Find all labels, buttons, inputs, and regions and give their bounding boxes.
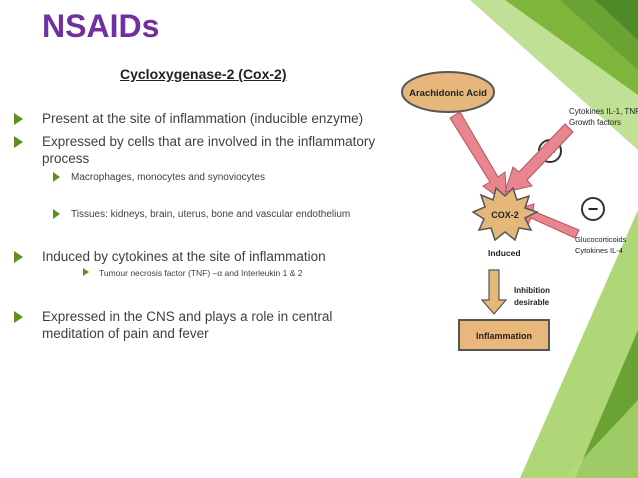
cox2-to-inflammation-arrow <box>480 269 508 315</box>
bullet-text: Induced by cytokines at the site of infl… <box>42 249 326 264</box>
minus-circle-icon <box>581 197 605 221</box>
arachidonic-acid-label: Arachidonic Acid <box>409 88 487 99</box>
cox2-pathway-diagram: Arachidonic Acid Cytokines IL-1, TNF Gro… <box>401 71 638 351</box>
inhibition-label: Inhibition <box>514 286 550 295</box>
sub-bullet-item: Macrophages, monocytes and synoviocytes <box>53 171 381 184</box>
bullet-item: Expressed in the CNS and plays a role in… <box>14 308 387 342</box>
bullet-text: Expressed in the CNS and plays a role in… <box>42 309 333 341</box>
inflammation-label: Inflammation <box>476 331 532 341</box>
induced-label: Induced <box>488 248 521 258</box>
slide-title: NSAIDs <box>42 8 160 44</box>
arachidonic-acid-oval <box>401 71 495 113</box>
bullet-text: Expressed by cells that are involved in … <box>42 134 376 166</box>
bullet-arrow-icon <box>14 136 23 148</box>
bullet-arrow-icon <box>14 311 23 323</box>
cytokines-il4-label: Cytokines IL-4 <box>575 246 623 255</box>
bullet-item: Present at the site of inflammation (ind… <box>14 110 382 127</box>
bullet-arrow-icon <box>14 113 23 125</box>
cytokines-label: Cytokines IL-1, TNF <box>569 107 638 116</box>
bullet-arrow-icon <box>53 172 60 182</box>
cox2-starburst <box>471 186 539 242</box>
glucocorticoids-label: Glucocorticoids <box>575 235 627 244</box>
bullet-item: Expressed by cells that are involved in … <box>14 133 387 167</box>
inflammation-box <box>458 319 550 351</box>
cytokines-to-cox2-arrow <box>504 123 574 193</box>
bullet-text: Macrophages, monocytes and synoviocytes <box>71 172 265 183</box>
slide-subtitle: Cycloxygenase-2 (Cox-2) <box>120 66 287 82</box>
cox2-label: COX-2 <box>491 210 519 220</box>
bullet-text: Tumour necrosis factor (TNF) –α and Inte… <box>99 268 303 278</box>
bullet-arrow-icon <box>83 268 89 276</box>
sub-bullet-item: Tissues: kidneys, brain, uterus, bone an… <box>53 208 391 221</box>
growth-factors-label: Growth factors <box>569 118 621 127</box>
minus-sign: − <box>588 199 599 219</box>
bullet-text: Tissues: kidneys, brain, uterus, bone an… <box>71 209 351 220</box>
bullet-item: Induced by cytokines at the site of infl… <box>14 248 382 265</box>
bullet-text: Present at the site of inflammation (ind… <box>42 111 364 126</box>
bullet-arrow-icon <box>53 209 60 219</box>
desirable-label: desirable <box>514 298 550 307</box>
bullet-arrow-icon <box>14 251 23 263</box>
sub-sub-bullet-item: Tumour necrosis factor (TNF) –α and Inte… <box>83 268 389 279</box>
